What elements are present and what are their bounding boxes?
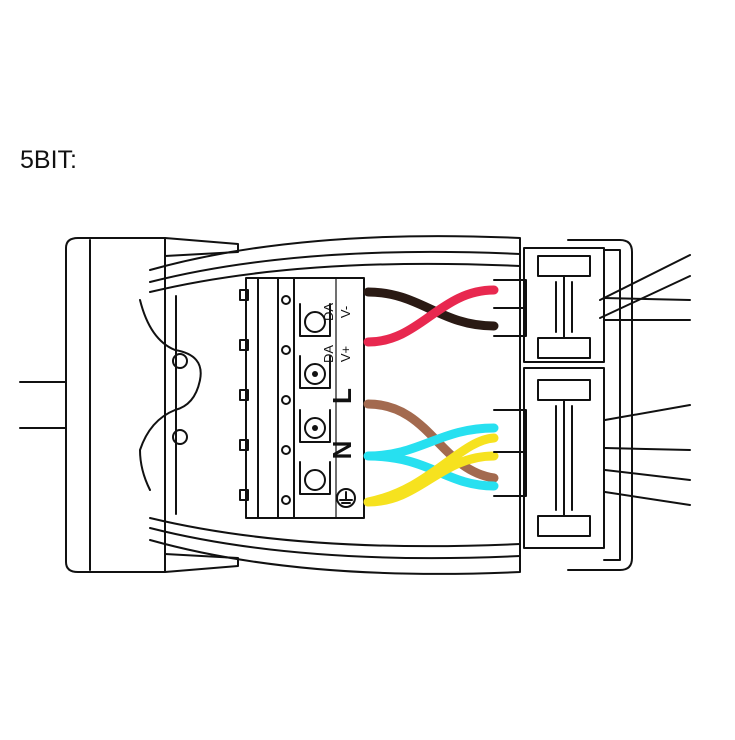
label-line: L	[327, 388, 357, 404]
ground-icon	[336, 488, 356, 508]
label-neutral: N	[327, 441, 357, 460]
left-cable	[19, 381, 67, 429]
label-dali-minus-top: DA	[321, 303, 336, 321]
wires	[363, 285, 499, 507]
right-cables	[599, 254, 691, 506]
wire-black	[363, 287, 499, 331]
terminal-labels: DA V- DA V+ L N	[321, 303, 357, 460]
wire-yellow	[363, 433, 499, 507]
terminal-block	[239, 277, 365, 519]
wire-sleeves	[493, 279, 527, 497]
left-end-cap	[65, 237, 239, 573]
wire-red	[363, 285, 499, 347]
housing-body	[139, 235, 521, 575]
diagram-caption: 5BIT:	[20, 146, 77, 174]
label-dali-plus-top: DA	[321, 345, 336, 363]
label-dali-plus-bottom: V+	[338, 346, 353, 362]
label-dali-minus-bottom: V-	[338, 306, 353, 318]
right-cable-glands	[523, 239, 633, 571]
